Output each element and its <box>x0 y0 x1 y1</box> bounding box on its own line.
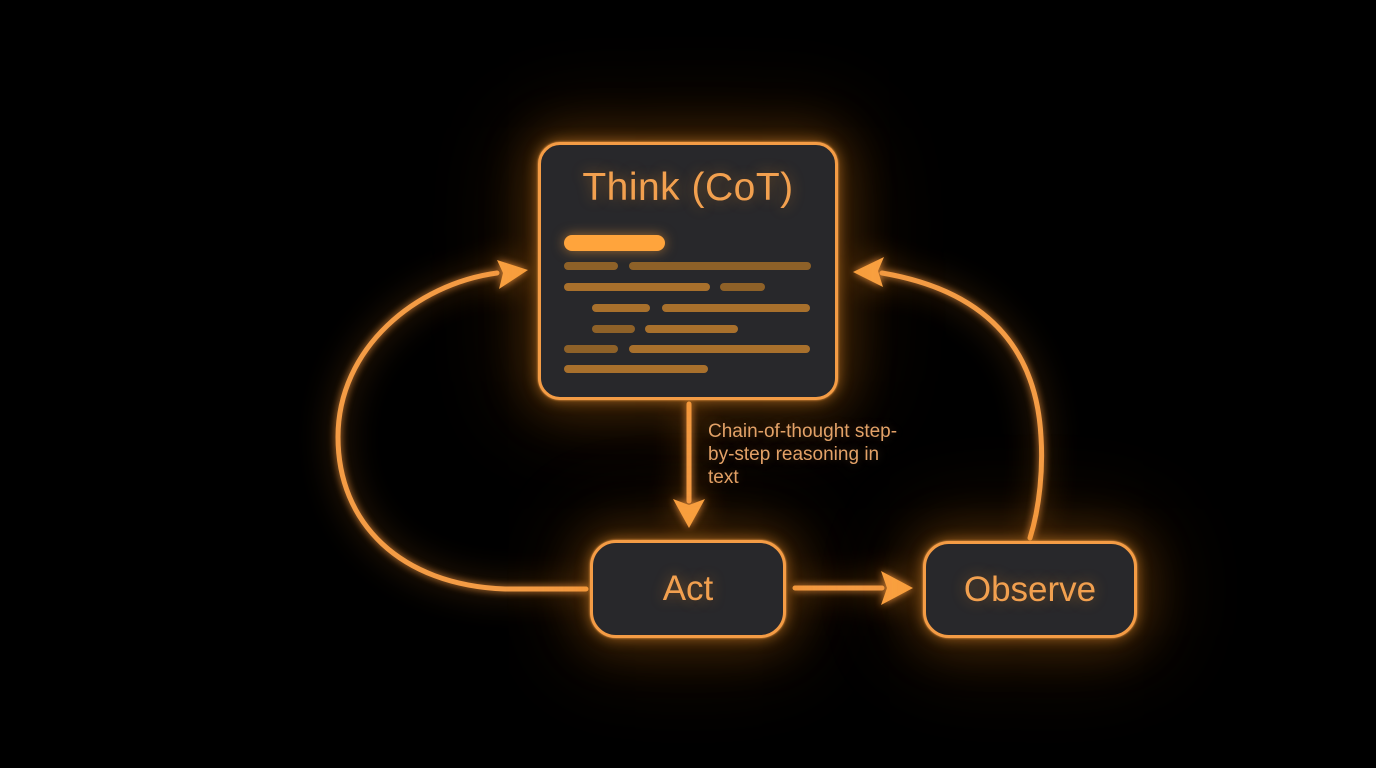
edge-label-chain-of-thought: Chain-of-thought step- by-step reasoning… <box>708 421 898 488</box>
node-observe: Observe <box>923 541 1137 638</box>
text-line-bar <box>592 325 635 333</box>
node-act: Act <box>590 540 786 638</box>
think-text-bars <box>538 142 838 400</box>
node-act-label: Act <box>662 569 714 608</box>
node-observe-label: Observe <box>963 569 1097 609</box>
text-line-bar <box>592 304 650 312</box>
text-line-bar <box>662 304 810 312</box>
text-line-bar <box>564 345 618 353</box>
text-line-bar <box>720 283 765 291</box>
arrow-observe-to-think <box>853 257 1045 541</box>
text-line-bar <box>629 262 811 270</box>
node-think: Think (CoT) <box>538 142 838 400</box>
arrow-think-to-act <box>673 401 705 528</box>
arrow-act-to-observe <box>792 571 913 605</box>
arrow-left-loop-to-think <box>335 260 589 592</box>
text-line-bar <box>564 262 618 270</box>
text-line-bar <box>645 325 738 333</box>
text-line-bar <box>564 283 710 291</box>
text-line-bar <box>629 345 810 353</box>
text-line-bar <box>564 235 665 251</box>
node-think-label: Think (CoT) <box>582 166 794 209</box>
text-line-bar <box>564 365 708 373</box>
